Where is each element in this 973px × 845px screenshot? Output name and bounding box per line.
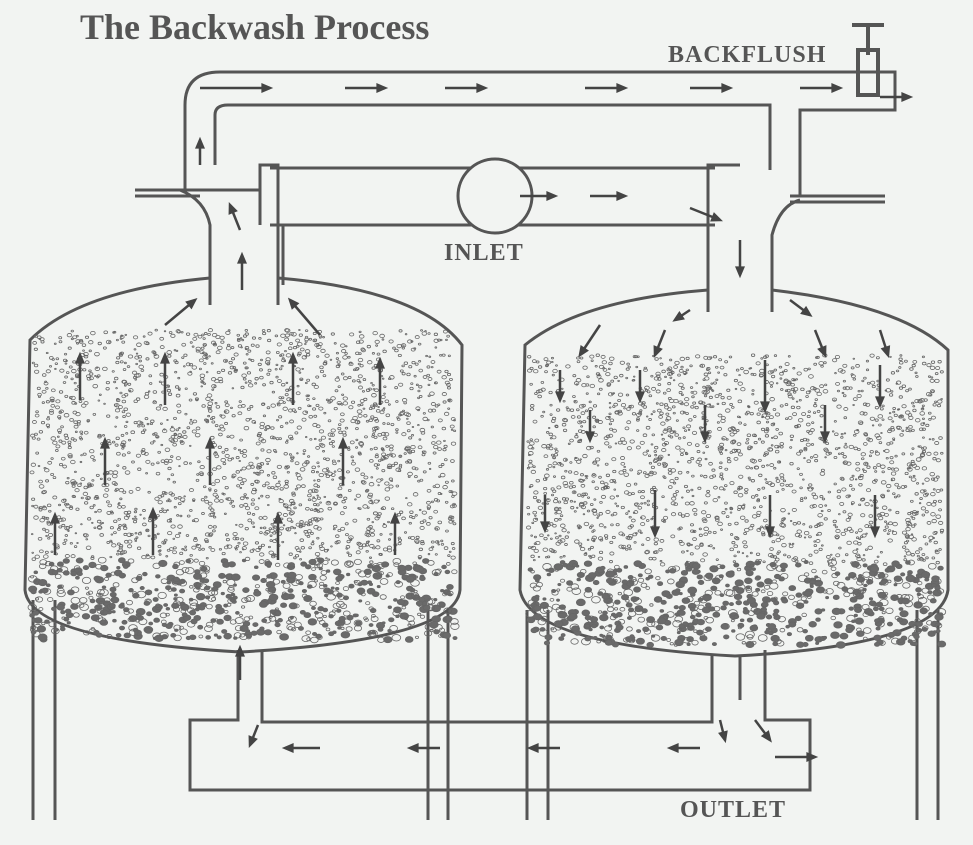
flow-arrow-icon bbox=[248, 724, 260, 748]
backflush-pipe-inner bbox=[213, 103, 772, 170]
flow-arrow-icon bbox=[869, 495, 881, 539]
flow-arrow-icon bbox=[406, 742, 440, 754]
flow-arrow-icon bbox=[526, 742, 560, 754]
left-tank-media bbox=[27, 328, 460, 644]
flow-arrow-icon bbox=[718, 719, 728, 744]
right-tank bbox=[518, 288, 950, 658]
pipework bbox=[31, 23, 940, 820]
flow-arrow-icon bbox=[672, 308, 691, 322]
flow-arrow-icon bbox=[287, 351, 299, 405]
flow-arrow-icon bbox=[234, 644, 246, 680]
flow-arrow-icon bbox=[585, 82, 629, 94]
flow-arrow-icon bbox=[653, 329, 667, 358]
flow-arrow-icon bbox=[99, 436, 111, 485]
flow-arrow-icon bbox=[374, 356, 386, 405]
flow-arrow-icon bbox=[578, 324, 602, 358]
flow-arrow-icon bbox=[584, 410, 596, 444]
flow-arrow-icon bbox=[539, 495, 551, 534]
flow-arrow-icon bbox=[634, 370, 646, 404]
backflush-valve bbox=[852, 23, 884, 97]
tanks bbox=[23, 276, 950, 658]
flow-arrow-icon bbox=[204, 436, 216, 485]
flow-arrow-icon bbox=[281, 742, 320, 754]
flow-arrow-icon bbox=[389, 511, 401, 555]
flow-arrow-icon bbox=[554, 370, 566, 404]
filter-media bbox=[27, 328, 947, 649]
flow-arrow-icon bbox=[445, 82, 489, 94]
outlet-pipe bbox=[188, 650, 812, 792]
flow-arrow-icon bbox=[878, 329, 891, 359]
flow-arrow-icon bbox=[789, 299, 813, 317]
inlet-label: INLET bbox=[444, 240, 524, 266]
flow-arrow-icon bbox=[689, 206, 723, 222]
flow-arrow-icon bbox=[699, 405, 711, 444]
flow-arrow-icon bbox=[690, 82, 734, 94]
flow-arrow-icon bbox=[880, 91, 914, 103]
outlet-label: OUTLET bbox=[680, 797, 787, 823]
flow-arrow-icon bbox=[164, 297, 198, 326]
flow-arrow-icon bbox=[200, 82, 274, 94]
flow-arrow-icon bbox=[287, 297, 321, 336]
flow-arrow-icon bbox=[775, 751, 819, 763]
flow-arrow-icon bbox=[337, 436, 349, 485]
flow-arrow-icon bbox=[520, 190, 559, 202]
flow-arrow-icon bbox=[759, 360, 771, 414]
flow-arrow-icon bbox=[194, 136, 206, 165]
flow-arrow-icon bbox=[874, 365, 886, 409]
left-tank-neck bbox=[179, 163, 280, 305]
flow-arrow-icon bbox=[159, 351, 171, 405]
flow-arrow-icon bbox=[228, 202, 242, 231]
flow-arrow-icon bbox=[764, 495, 776, 539]
flow-arrow-icon bbox=[49, 511, 61, 555]
backflush-pipe bbox=[183, 70, 897, 195]
right-tank-media bbox=[525, 353, 947, 649]
flow-arrow-icon bbox=[147, 506, 159, 555]
flow-arrow-icon bbox=[819, 405, 831, 444]
flow-arrow-icon bbox=[813, 329, 827, 358]
flow-arrow-icon bbox=[649, 490, 661, 539]
flow-arrow-icon bbox=[734, 240, 746, 279]
flow-arrow-icon bbox=[590, 190, 629, 202]
tank-legs bbox=[31, 600, 940, 820]
flow-arrow-icon bbox=[666, 742, 700, 754]
flow-arrow-icon bbox=[272, 511, 284, 560]
backflush-label: BACKFLUSH bbox=[668, 42, 827, 68]
right-tank-neck bbox=[706, 163, 801, 312]
flow-arrows bbox=[49, 82, 914, 763]
flow-arrow-icon bbox=[800, 82, 844, 94]
flow-arrow-icon bbox=[236, 251, 248, 290]
diagram-title: The Backwash Process bbox=[80, 7, 430, 47]
flow-arrow-icon bbox=[74, 351, 86, 400]
flow-arrow-icon bbox=[754, 719, 772, 743]
flow-arrow-icon bbox=[345, 82, 389, 94]
